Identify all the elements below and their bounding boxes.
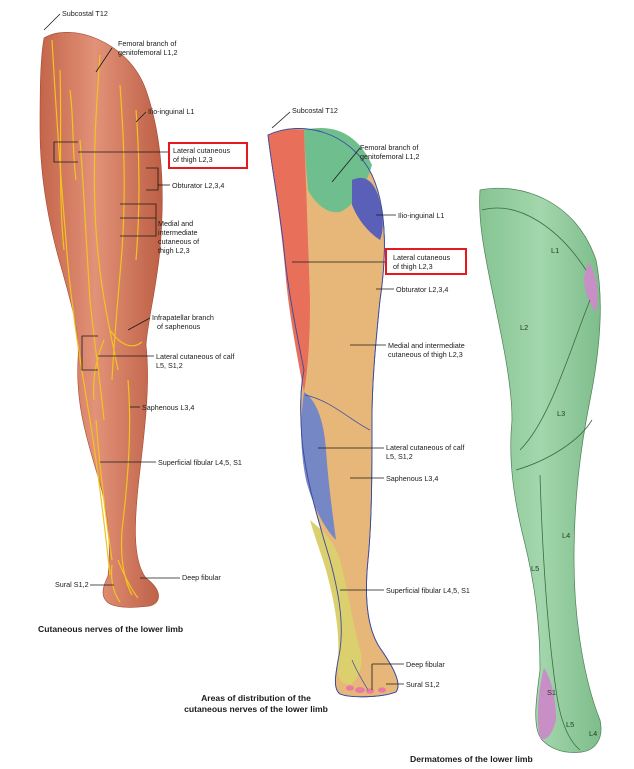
label-superficial-fibular-left: Superficial fibular L4,5, S1 xyxy=(158,458,242,467)
label-subcostal-left: Subcostal T12 xyxy=(62,9,108,18)
label-infrapatellar-2: of saphenous xyxy=(157,322,201,331)
label-femoral-branch-left-1: Femoral branch of xyxy=(118,39,177,48)
region-ilio-inguinal xyxy=(352,177,383,240)
dermatome-label-l5-foot: L5 xyxy=(566,720,575,729)
label-ilio-inguinal-middle: Ilio-inguinal L1 xyxy=(398,211,445,220)
label-femoral-branch-middle-1: Femoral branch of xyxy=(360,143,419,152)
caption-right: Dermatomes of the lower limb xyxy=(410,754,533,764)
label-lateral-cutaneous-middle-2: of thigh L2,3 xyxy=(393,262,433,271)
dermatome-upper-purple xyxy=(584,262,598,312)
label-lateral-calf-middle-2: L5, S1,2 xyxy=(386,452,413,461)
label-femoral-branch-left-2: genitofemoral L1,2 xyxy=(118,48,178,57)
dermatome-label-l5-mid: L5 xyxy=(531,564,540,573)
left-leader-lines xyxy=(43,13,180,586)
dermatome-label-l1: L1 xyxy=(551,246,560,255)
dermatome-boundaries xyxy=(481,207,593,751)
label-lateral-calf-left-1: Lateral cutaneous of calf xyxy=(156,352,235,361)
label-ilio-inguinal-left: Ilio-inguinal L1 xyxy=(148,107,195,116)
left-leg-skin xyxy=(39,32,163,608)
left-leg-illustration xyxy=(39,13,180,608)
dermatome-label-s1: S1 xyxy=(547,688,557,697)
label-obturator-middle: Obturator L2,3,4 xyxy=(396,285,449,294)
dermatome-label-l4-foot: L4 xyxy=(589,729,598,738)
caption-left: Cutaneous nerves of the lower limb xyxy=(38,624,184,634)
right-leg-base xyxy=(479,187,602,753)
label-lateral-cutaneous-left-2: of thigh L2,3 xyxy=(173,155,213,164)
label-subcostal-middle: Subcostal T12 xyxy=(292,106,338,115)
label-medial-middle-1: Medial and intermediate xyxy=(388,341,465,350)
right-leg-illustration xyxy=(479,187,602,753)
region-lateral-thigh xyxy=(268,129,310,393)
label-deep-fibular-middle: Deep fibular xyxy=(406,660,445,669)
middle-leg-illustration xyxy=(267,111,404,698)
dermatome-s1-purple xyxy=(537,668,556,740)
label-infrapatellar-1: Infrapatellar branch xyxy=(152,313,214,322)
label-obturator-left: Obturator L2,3,4 xyxy=(172,181,225,190)
label-lateral-calf-middle-1: Lateral cutaneous of calf xyxy=(386,443,465,452)
label-superficial-fibular-middle: Superficial fibular L4,5, S1 xyxy=(386,586,470,595)
label-medial-middle-2: cutaneous of thigh L2,3 xyxy=(388,350,463,359)
dermatome-label-l4: L4 xyxy=(562,531,571,540)
label-saphenous-middle: Saphenous L3,4 xyxy=(386,474,439,483)
middle-leader-lines xyxy=(271,111,404,690)
label-medial-left-3: cutaneous of xyxy=(158,237,200,246)
label-medial-left-1: Medial and xyxy=(158,219,194,228)
label-deep-fibular-left: Deep fibular xyxy=(182,573,221,582)
region-lateral-calf xyxy=(301,392,336,540)
highlight-lateral-cutaneous-middle xyxy=(385,248,467,275)
dermatome-label-l2: L2 xyxy=(520,323,529,332)
label-medial-left-4: thigh L2,3 xyxy=(158,246,190,255)
caption-middle-1: Areas of distribution of the xyxy=(201,693,311,703)
label-saphenous-left: Saphenous L3,4 xyxy=(142,403,195,412)
label-medial-left-2: intermediate xyxy=(158,228,198,237)
nerve-lines xyxy=(51,39,143,603)
highlight-lateral-cutaneous-left xyxy=(168,142,248,169)
label-sural-left: Sural S1,2 xyxy=(55,580,89,589)
region-superficial-fibular xyxy=(310,520,362,685)
label-lateral-cutaneous-left-1: Lateral cutaneous xyxy=(173,146,231,155)
caption-middle-2: cutaneous nerves of the lower limb xyxy=(184,704,328,714)
label-sural-middle: Sural S1,2 xyxy=(406,680,440,689)
label-lateral-cutaneous-middle-1: Lateral cutaneous xyxy=(393,253,451,262)
label-lateral-calf-left-2: L5, S1,2 xyxy=(156,361,183,370)
label-femoral-branch-middle-2: genitofemoral L1,2 xyxy=(360,152,420,161)
dermatome-label-l3: L3 xyxy=(557,409,566,418)
